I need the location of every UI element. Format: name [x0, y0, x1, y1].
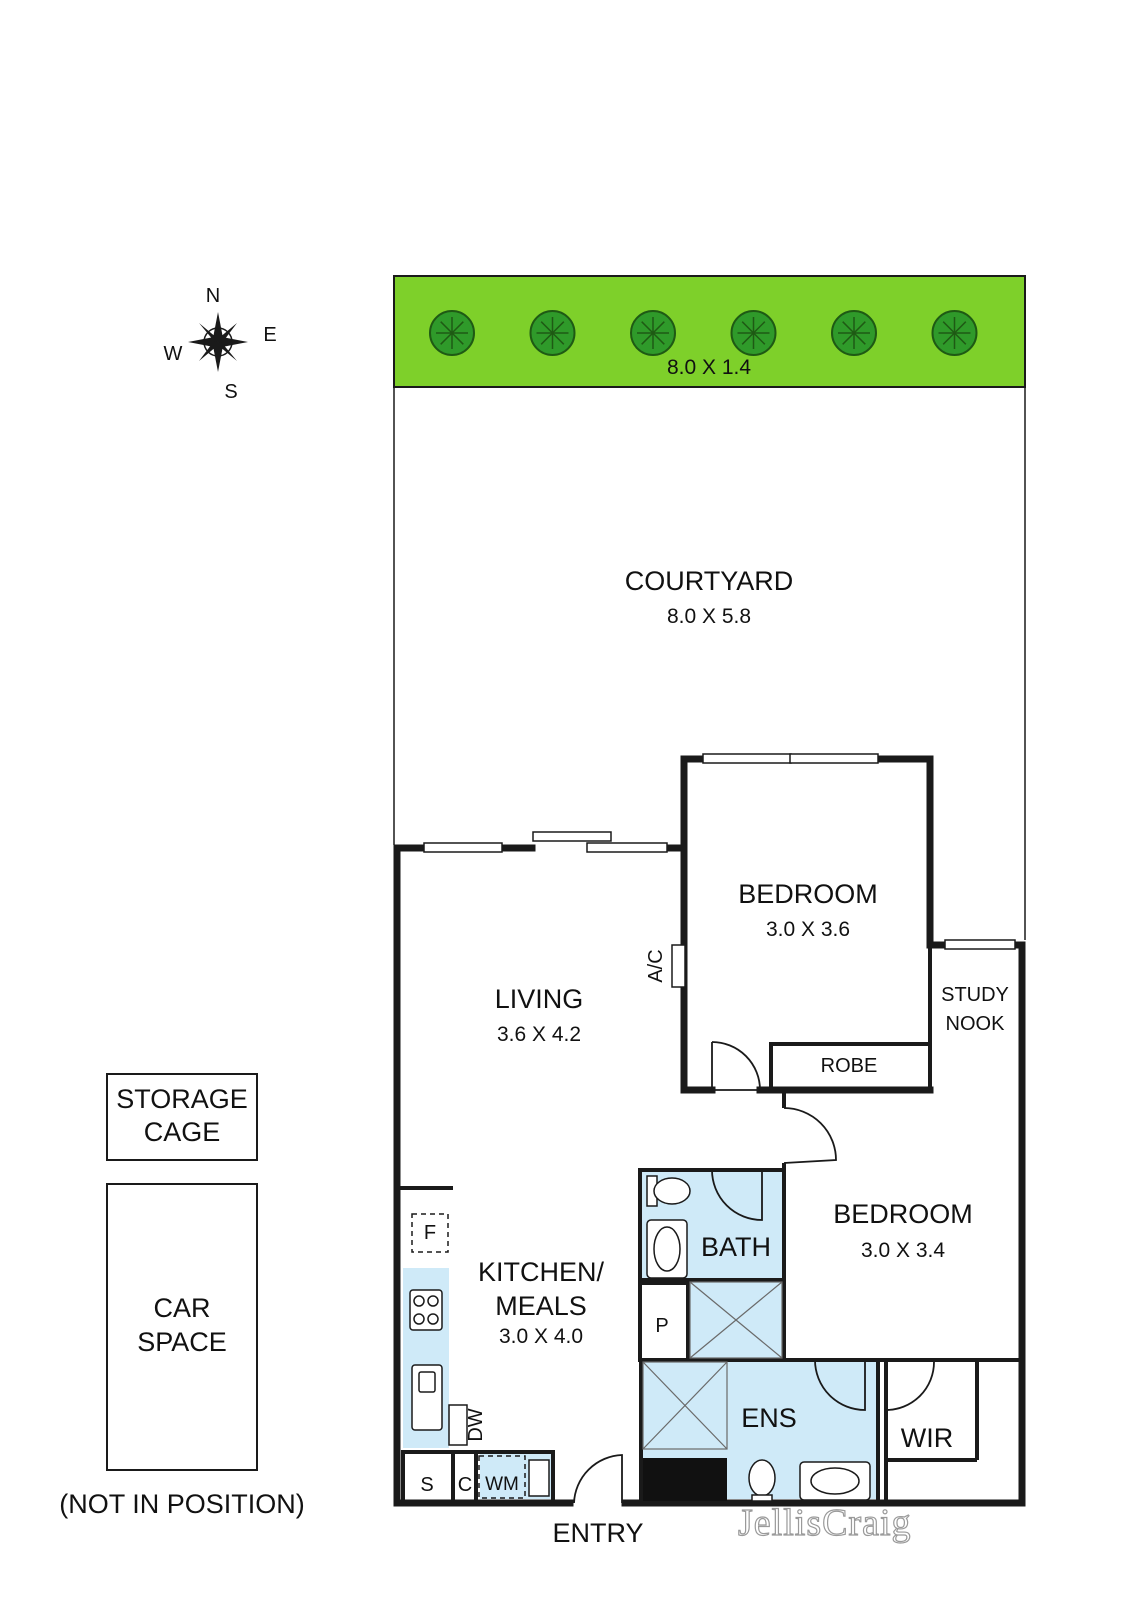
living-dims: 3.6 X 4.2 [496, 1023, 582, 1046]
courtyard-dims: 8.0 X 5.8 [666, 605, 752, 628]
ac-unit [671, 944, 686, 988]
garden-trees [429, 310, 978, 356]
windows [423, 753, 1016, 950]
kitchen-label-2: MEALS [495, 1291, 587, 1321]
robe-label: ROBE [820, 1055, 878, 1077]
dishwasher-label: DW [465, 1408, 487, 1442]
car-space-label-1: CAR [153, 1293, 211, 1323]
showers [642, 1281, 783, 1450]
tree-icon [630, 310, 676, 356]
compass-s: S [224, 381, 238, 403]
dishwasher-box [448, 1404, 468, 1446]
storage-cage-label-1: STORAGE [116, 1084, 248, 1114]
study-nook-label-1: STUDY [941, 984, 1009, 1006]
bedroom2-dims: 3.0 X 3.4 [860, 1239, 946, 1262]
bedroom1-dims: 3.0 X 3.6 [765, 918, 851, 941]
compass-n: N [205, 285, 221, 307]
garden-dims: 8.0 X 1.4 [666, 356, 752, 379]
car-space-box [106, 1183, 258, 1471]
compass-w: W [163, 343, 183, 365]
tree-icon [529, 310, 576, 356]
garden-strip [393, 275, 1026, 388]
ac-label: A/C [645, 949, 667, 983]
bedroom2-label: BEDROOM [833, 1199, 973, 1229]
storage-cage-label-2: CAGE [143, 1117, 221, 1147]
living-label: LIVING [494, 984, 584, 1014]
not-in-position-note: (NOT IN POSITION) [59, 1489, 305, 1519]
bath-label: BATH [700, 1232, 772, 1262]
compass-e: E [263, 324, 277, 346]
tree-icon [931, 310, 978, 356]
storage-cage-box [106, 1073, 258, 1161]
doors [573, 1041, 935, 1504]
jellis-craig-watermark: JellisCraig [737, 1501, 912, 1544]
fridge-label: F [423, 1222, 437, 1244]
sanitary-fixtures [409, 1175, 871, 1502]
dashed-appliances [411, 1213, 526, 1499]
tree-icon [831, 310, 877, 356]
kitchen-label-1: KITCHEN/ [477, 1257, 605, 1287]
wir-label: WIR [900, 1423, 954, 1453]
pantry-label: P [655, 1315, 669, 1337]
entry-label: ENTRY [552, 1518, 644, 1548]
courtyard-label: COURTYARD [624, 566, 794, 596]
s-cupboard-label: S [420, 1474, 434, 1496]
compass-rose [188, 312, 248, 372]
courtyard-boundary [393, 387, 1026, 940]
interior-walls [400, 945, 1022, 1505]
ensuite-label: ENS [741, 1403, 797, 1433]
c-cupboard-label: C [457, 1474, 473, 1496]
tree-icon [730, 310, 777, 356]
study-nook-label-2: NOOK [945, 1013, 1005, 1035]
kitchen-dims: 3.0 X 4.0 [498, 1325, 584, 1348]
car-space-label-2: SPACE [137, 1327, 227, 1357]
ensuite-black-panel [643, 1458, 727, 1501]
washing-machine-label: WM [485, 1474, 519, 1495]
tree-icon [429, 310, 475, 356]
bedroom1-label: BEDROOM [738, 879, 878, 909]
